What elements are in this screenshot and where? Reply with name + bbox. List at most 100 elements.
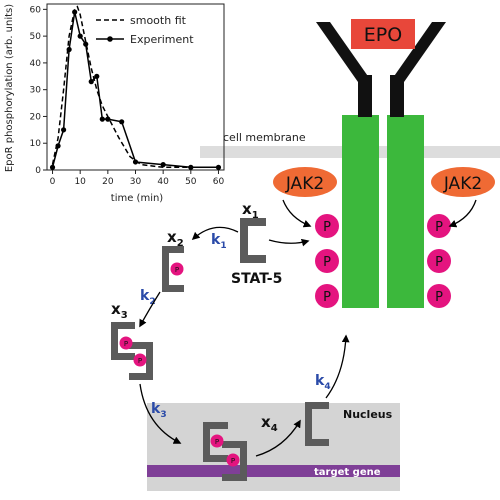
arrow-x4-to-receptor [325, 334, 350, 399]
receptor-phospho-label: P [435, 220, 443, 235]
stat5-label: STAT-5 [231, 271, 282, 287]
receptor-phospho-site [427, 249, 451, 273]
y-tick-label: 30 [30, 86, 42, 96]
series-line-0 [51, 5, 219, 169]
x4-label: x4 [261, 413, 278, 434]
x2-subscript: 2 [177, 238, 184, 249]
receptor-arm-right [390, 22, 446, 82]
target-gene-label: target gene [314, 467, 381, 478]
k4-label: k4 [315, 373, 331, 392]
stat5-x1 [240, 218, 266, 263]
receptor-phospho-site [315, 284, 339, 308]
jak2-right-label: JAK2 [443, 174, 482, 194]
stat5-nuclear-phospho-a [210, 434, 224, 448]
series-point [132, 159, 139, 165]
k1-symbol: k [211, 232, 221, 248]
stat5-x3-phospho-a [119, 336, 133, 350]
stat5-nuclear-b [222, 441, 247, 481]
k2-symbol: k [140, 288, 150, 304]
stat5-x4 [305, 402, 329, 446]
series-line-1 [51, 11, 219, 169]
k3-subscript: 3 [160, 410, 166, 420]
epo-receptor [316, 22, 446, 308]
stat5-x2 [162, 246, 184, 292]
x3-subscript: 3 [121, 310, 128, 321]
jak2-right [431, 167, 495, 197]
x-tick-label: 50 [185, 177, 197, 187]
stat5-x3-a [111, 322, 135, 360]
legend-experiment-label: Experiment [130, 33, 194, 46]
jak2-left-label: JAK2 [285, 174, 324, 194]
legend-experiment-marker [107, 36, 113, 42]
x4-subscript: 4 [271, 423, 278, 434]
series-point [215, 164, 222, 170]
x-tick-label: 10 [74, 177, 86, 187]
receptor-phospho-site [427, 214, 451, 238]
series-point [119, 119, 125, 125]
k3-symbol: k [151, 401, 161, 417]
receptor-arm-left [316, 22, 372, 82]
x1-subscript: 1 [252, 210, 259, 221]
y-tick-label: 0 [35, 166, 41, 176]
k4-subscript: 4 [324, 382, 330, 392]
chart-plot-frame [46, 3, 225, 171]
x-tick-label: 0 [50, 177, 56, 187]
chart-legend: smooth fit Experiment [96, 14, 194, 46]
stat5-x2-phospho-label: P [175, 266, 179, 274]
receptor-phospho-label: P [323, 255, 331, 270]
x1-label: x1 [242, 200, 259, 221]
series-point [188, 164, 194, 170]
arrow-gene-to-x4 [255, 419, 301, 457]
series-point [160, 162, 166, 168]
series-point [83, 41, 89, 47]
nucleus-label: Nucleus [343, 408, 393, 421]
series-point [60, 127, 67, 133]
stat5-x3-b [129, 342, 153, 380]
epo-label: EPO [364, 24, 402, 46]
receptor-chain-right [387, 115, 424, 308]
k3-label: k3 [151, 401, 167, 420]
receptor-phospho-label: P [323, 220, 331, 235]
series-point [94, 73, 100, 79]
arrow-x2-to-x3 [139, 291, 161, 328]
stat5-nuclear-phospho-b-label: P [231, 457, 235, 465]
series-point [66, 46, 72, 53]
y-tick-label: 10 [30, 139, 42, 149]
series-point [72, 9, 78, 15]
x2-symbol: x [167, 228, 177, 246]
stat5-nuclear-a [203, 422, 228, 462]
stat5-cascade: P P P P P [111, 218, 329, 481]
target-gene-band [147, 465, 400, 477]
chart-series [49, 5, 222, 170]
receptor-phospho-label: P [435, 290, 443, 305]
k1-label: k1 [211, 232, 227, 251]
receptor-phospho-site [315, 214, 339, 238]
x3-symbol: x [111, 300, 121, 318]
series-point [55, 143, 61, 149]
membrane-label: cell membrane [223, 131, 306, 144]
x2-label: x2 [167, 228, 184, 249]
stat5-x3-phospho-b [133, 353, 147, 367]
receptor-stalk-left [358, 75, 372, 117]
receptor-phospho-site [315, 249, 339, 273]
receptor-phospho-label: P [435, 255, 443, 270]
k1-subscript: 1 [220, 241, 226, 251]
stat5-x3-phospho-a-label: P [124, 340, 128, 348]
jak2-right-arrow [448, 199, 477, 228]
arrow-x1-to-x2 [191, 226, 239, 241]
x-tick-label: 40 [157, 177, 169, 187]
series-point [105, 116, 111, 122]
epo-box [351, 19, 415, 49]
k2-subscript: 2 [149, 297, 155, 307]
series-point [88, 79, 94, 85]
y-tick-label: 40 [30, 59, 42, 69]
x-tick-label: 30 [130, 177, 142, 187]
jak2-left-arrow [282, 199, 312, 228]
k4-symbol: k [315, 373, 325, 389]
x-tick-label: 20 [102, 177, 114, 187]
